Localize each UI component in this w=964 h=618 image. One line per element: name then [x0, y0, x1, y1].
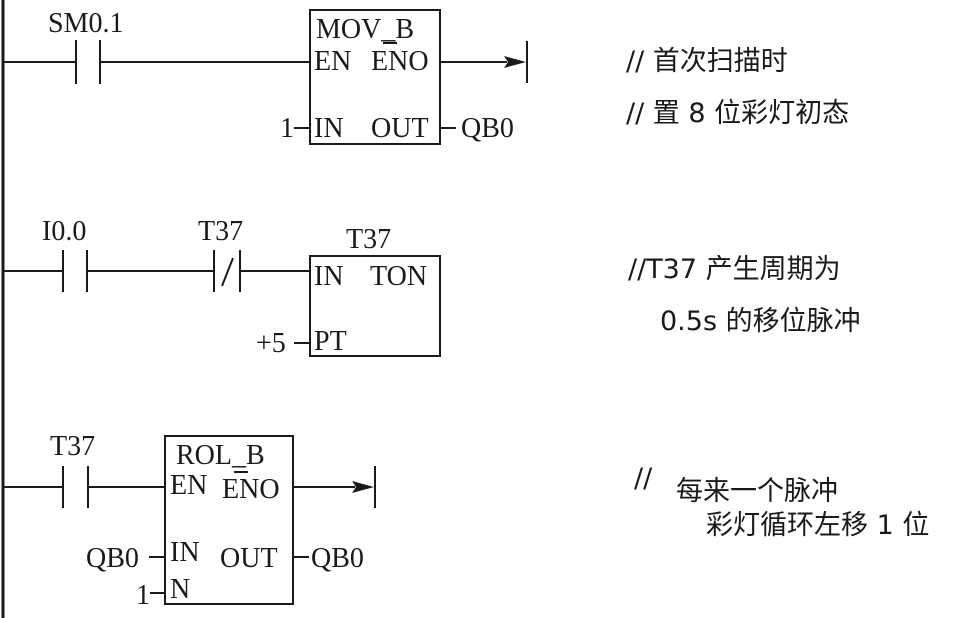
pt-value: +5 — [256, 328, 286, 359]
pin-in: IN — [314, 261, 344, 292]
rung-3: T37 ROL_B EN ENO IN OUT N QB0 1 QB0 // 每… — [3, 431, 929, 611]
out-value: QB0 — [311, 543, 364, 574]
pin-n: N — [170, 574, 190, 605]
pin-in: IN — [170, 537, 200, 568]
in-value: 1 — [280, 113, 294, 144]
contact-label: I0.0 — [42, 216, 86, 247]
contact-label: T37 — [198, 216, 243, 247]
contact-t37-nc[interactable] — [213, 250, 241, 292]
pin-out: OUT — [371, 113, 429, 144]
comment-line: 每来一个脉冲 — [676, 476, 838, 507]
pin-pt: PT — [314, 326, 347, 357]
ton-timer-box[interactable] — [309, 255, 441, 357]
output-arrow — [352, 481, 374, 493]
contact-sm0-1[interactable] — [75, 40, 101, 84]
comment-line: 0.5s 的移位脉冲 — [660, 306, 861, 337]
rung-2: I0.0 T37 T37 IN TON PT +5 //T37 产生周期为 0.… — [3, 216, 861, 359]
n-value: 1 — [136, 580, 150, 611]
contact-label: SM0.1 — [48, 8, 123, 39]
timer-name: T37 — [346, 224, 391, 255]
box-title: ROL_B — [176, 440, 265, 471]
comment-line: // 置 8 位彩灯初态 — [626, 98, 849, 129]
in-value: QB0 — [86, 543, 139, 574]
comment-line: 彩灯循环左移 1 位 — [706, 510, 929, 541]
comment-line: //T37 产生周期为 — [628, 254, 841, 285]
comment-line: // — [634, 463, 653, 494]
rol-b-box[interactable] — [164, 435, 294, 605]
out-value: QB0 — [461, 113, 514, 144]
pin-en: EN — [314, 46, 351, 77]
rung-1: SM0.1 MOV_B EN ENO IN OUT 1 QB0 // 首次扫描时… — [3, 8, 849, 145]
pin-in: IN — [314, 113, 344, 144]
pin-en: EN — [170, 470, 207, 501]
comment-line: // 首次扫描时 — [626, 46, 788, 77]
pin-out: OUT — [220, 543, 278, 574]
box-title: MOV_B — [316, 14, 414, 45]
pin-eno: ENO — [371, 46, 429, 77]
contact-label: T37 — [50, 431, 95, 462]
contact-t37[interactable] — [62, 466, 89, 508]
pin-eno: ENO — [222, 474, 280, 505]
mov-b-box[interactable] — [309, 9, 441, 145]
timer-type: TON — [370, 261, 427, 292]
contact-i0-0[interactable] — [62, 250, 88, 292]
output-arrow — [504, 56, 526, 68]
